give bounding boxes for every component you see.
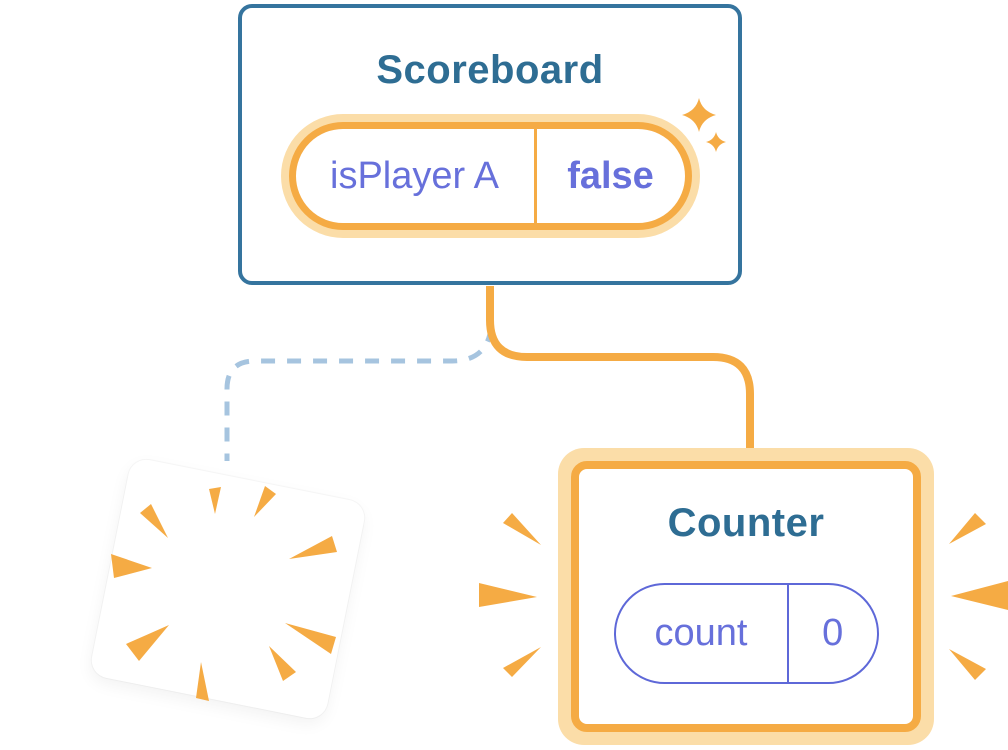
pill-divider — [533, 129, 537, 223]
dashed-connector-line — [224, 327, 494, 461]
scoreboard-title: Scoreboard — [376, 48, 604, 92]
state-value-label: false — [567, 154, 654, 197]
emphasis-mark — [949, 513, 986, 544]
counter-card: Counter count 0 — [558, 448, 934, 745]
scoreboard-card: Scoreboard isPlayer A false — [238, 4, 742, 285]
solid-connector-line — [486, 286, 754, 452]
counter-state-pill: count 0 — [613, 583, 879, 684]
state-key-label: count — [654, 612, 748, 654]
emphasis-marks-right-icon — [949, 513, 1008, 680]
state-value-label: 0 — [822, 612, 844, 654]
destroyed-component-card — [88, 456, 368, 722]
emphasis-mark — [479, 583, 537, 607]
emphasis-mark — [949, 649, 986, 680]
emphasis-mark — [503, 513, 541, 545]
scoreboard-state-pill: isPlayer A false — [280, 114, 700, 238]
emphasis-marks-left-icon — [479, 513, 541, 677]
state-key-label: isPlayer A — [330, 154, 499, 197]
emphasis-mark — [503, 647, 541, 677]
counter-title: Counter — [667, 501, 825, 545]
pill-divider — [786, 585, 789, 682]
emphasis-mark — [951, 581, 1008, 610]
